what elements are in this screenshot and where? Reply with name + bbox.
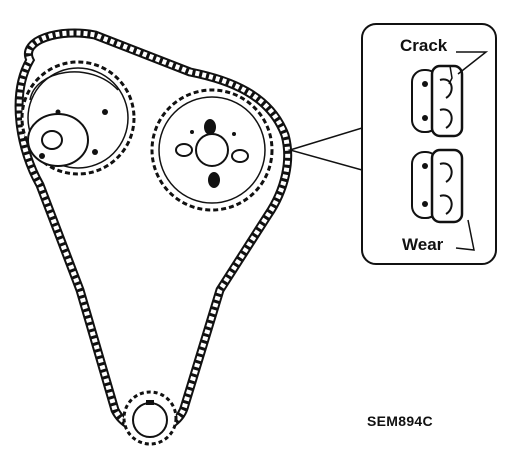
- exhaust-camshaft-sprocket: [150, 88, 274, 212]
- intake-camshaft-sprocket: [20, 60, 136, 176]
- crack-callout-label: Crack: [400, 36, 448, 55]
- crankshaft-sprocket: [122, 390, 178, 446]
- wear-leader: [455, 219, 475, 251]
- chain-link-detail-inset: [361, 23, 497, 265]
- timing-chain: [14, 28, 293, 435]
- cracked-link: [411, 64, 464, 138]
- figure-code: SEM894C: [367, 413, 433, 429]
- callout-leader: [287, 126, 363, 171]
- worn-link: [411, 148, 464, 224]
- wear-callout-label: Wear: [402, 235, 444, 254]
- crack-leader: [456, 51, 489, 75]
